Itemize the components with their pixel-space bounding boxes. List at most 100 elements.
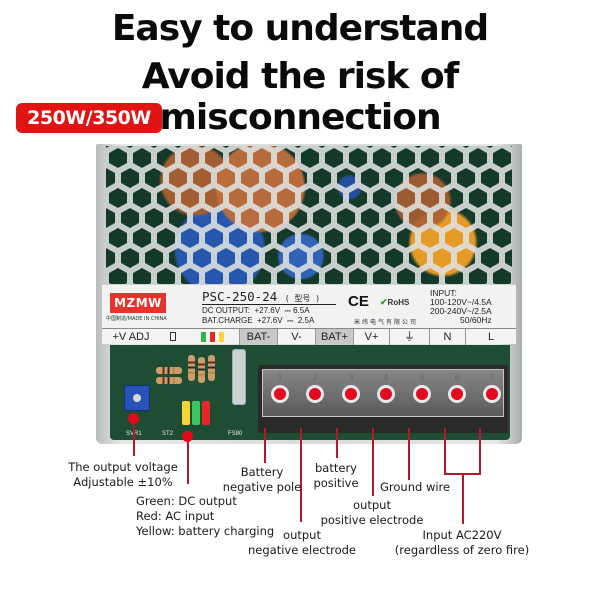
red-led xyxy=(202,401,210,425)
callout-out-pos-line1: output xyxy=(353,498,391,512)
callout-out-neg-line2: negative electrode xyxy=(247,543,356,557)
callout-bat-pos-line2: positive xyxy=(313,476,359,490)
terminal-label-v-pos: V+ xyxy=(354,328,390,345)
callout-line-bat-pos xyxy=(336,428,338,458)
terminal-screw-7 xyxy=(483,385,501,403)
terminal-number: 4 xyxy=(383,373,389,382)
callout-led-green: Green: DC output xyxy=(136,494,237,508)
resistor xyxy=(156,377,182,384)
callout-out-neg-line1: output xyxy=(283,528,321,542)
callout-out-pos-line2: positive electrode xyxy=(320,513,424,527)
callout-line-n xyxy=(444,428,446,474)
st-label: ST2 xyxy=(162,431,174,437)
callout-led-red: Red: AC input xyxy=(136,509,215,523)
callout-battery-positive: battery positive xyxy=(306,461,366,491)
resistor xyxy=(198,357,205,383)
terminal-number: 1 xyxy=(277,373,283,382)
callout-line-out-neg xyxy=(300,428,302,522)
callout-dot-pot xyxy=(128,413,139,424)
fuse-label: FS80 xyxy=(228,431,243,437)
circuit-board: SVR1 ST2 FS80 1 2 3 4 5 6 7 xyxy=(110,345,510,440)
callout-line-voltage xyxy=(133,424,135,456)
wattage-badge: 250W/350W xyxy=(16,103,162,133)
callout-dot-leds xyxy=(182,431,193,442)
terminal-label-n: N xyxy=(430,328,466,345)
callout-line-ground xyxy=(408,428,410,480)
callout-bat-neg-line2: negative pole xyxy=(222,480,302,494)
headline-line-2: Avoid the risk of misconnection xyxy=(141,56,460,138)
callout-output-positive: output positive electrode xyxy=(316,498,428,528)
terminal-label-l: L xyxy=(487,330,495,343)
terminal-number: 2 xyxy=(312,373,318,382)
fuse xyxy=(232,349,246,405)
resistor xyxy=(208,355,215,381)
callout-ac-line2: (regardless of zero fire) xyxy=(394,543,530,557)
ventilation-grille xyxy=(106,146,512,284)
resistor xyxy=(188,355,195,381)
terminal-number: 7 xyxy=(489,373,495,382)
terminal-label-bar: +V ADJ BAT- V- BAT+ V+ ⏚ N L xyxy=(102,328,516,345)
ground-icon: ⏚ xyxy=(390,328,430,345)
company-name: 米纬电气有限公司 xyxy=(354,319,419,326)
callout-ground-wire: Ground wire xyxy=(380,480,451,494)
yellow-led xyxy=(182,401,190,425)
callout-line-leds xyxy=(187,442,189,484)
callout-line-bat-neg xyxy=(264,428,266,463)
callout-ac-input: Input AC220V (regardless of zero fire) xyxy=(394,528,530,558)
adj-box xyxy=(160,329,186,345)
terminal-number: 3 xyxy=(348,373,354,382)
rohs-mark-icon: ✔RoHS xyxy=(380,297,409,308)
callout-led-yellow: Yellow: battery charging xyxy=(136,524,275,538)
callout-output-negative: output negative electrode xyxy=(244,528,360,558)
made-in-text: 中国制造/MADE IN CHINA xyxy=(106,316,167,322)
model-text: PSC-250-24 xyxy=(202,289,278,304)
yellow-led-icon xyxy=(219,331,224,342)
red-led-icon xyxy=(210,331,215,342)
callout-ac-line1: Input AC220V xyxy=(422,528,502,542)
rohs-text: RoHS xyxy=(387,298,410,307)
terminal-screw-2 xyxy=(306,385,324,403)
led-indicator-legend xyxy=(186,328,240,345)
battery-charge-spec: BAT.CHARGE +27.6V ⎓ 2.5A xyxy=(202,316,315,325)
callout-bat-pos-line1: battery xyxy=(315,461,357,475)
brand-logo: MZMW xyxy=(110,293,166,313)
callout-voltage-line2: Adjustable ±10% xyxy=(73,475,173,489)
callout-led-legend: Green: DC output Red: AC input Yellow: b… xyxy=(136,494,274,539)
green-led-icon xyxy=(201,331,206,342)
terminal-number: 6 xyxy=(454,373,460,382)
resistor xyxy=(156,367,182,374)
input-title: INPUT: xyxy=(430,288,457,298)
terminal-screw-5 xyxy=(413,385,431,403)
callout-line-ac xyxy=(462,474,464,524)
model-number: PSC-250-24 ( 型号 ) xyxy=(202,289,337,305)
voltage-potentiometer xyxy=(124,385,150,411)
check-icon: ✔ xyxy=(380,297,388,307)
ce-mark-icon: CE xyxy=(348,293,369,310)
input-range-2: 200-240V~/2.5A xyxy=(430,306,492,316)
headline-line-1: Easy to understand xyxy=(111,8,489,49)
terminal-label-bat-pos: BAT+ xyxy=(316,328,354,345)
callout-line-out-pos xyxy=(372,428,374,496)
callout-bat-neg-line1: Battery xyxy=(240,465,284,479)
terminal-label-v-neg: V- xyxy=(278,328,316,345)
callout-line-l xyxy=(479,428,481,474)
callout-voltage-adjust: The output voltage Adjustable ±10% xyxy=(60,460,186,490)
callout-voltage-line1: The output voltage xyxy=(68,460,178,474)
terminal-screw-6 xyxy=(448,385,466,403)
green-led xyxy=(192,401,200,425)
terminal-screw-1 xyxy=(271,385,289,403)
dc-output-spec: DC OUTPUT: +27.6V ⎓ 6.5A xyxy=(202,306,310,315)
input-range-1: 100-120V~/4.5A xyxy=(430,297,492,307)
input-spec: INPUT: 100-120V~/4.5A 200-240V~/2.5A 50/… xyxy=(430,289,492,325)
terminal-screw-3 xyxy=(342,385,360,403)
power-supply-image: MZMW 中国制造/MADE IN CHINA PSC-250-24 ( 型号 … xyxy=(96,144,522,444)
terminal-screw-4 xyxy=(377,385,395,403)
potentiometer-icon xyxy=(170,332,176,342)
input-frequency: 50/60Hz xyxy=(460,315,492,325)
terminal-label-bat-neg: BAT- xyxy=(240,328,278,345)
terminal-number: 5 xyxy=(419,373,425,382)
callout-battery-negative: Battery negative pole xyxy=(214,465,310,495)
voltage-adj-label: +V ADJ xyxy=(112,330,150,343)
hex-grille-icon xyxy=(106,146,512,284)
model-suffix: ( 型号 ) xyxy=(284,294,321,303)
